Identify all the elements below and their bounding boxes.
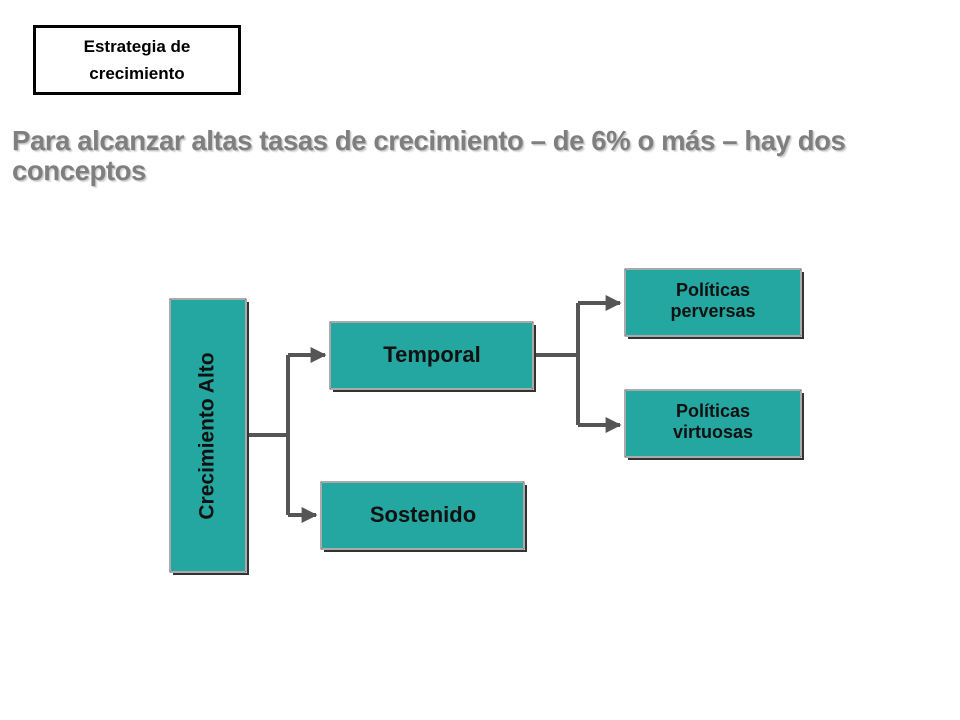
box-perversas-line2: perversas (670, 301, 755, 321)
box-politicas-perversas: Políticas perversas (624, 268, 804, 339)
box-temporal: Temporal (329, 321, 536, 392)
box-virtuosas-line1: Políticas (676, 401, 750, 421)
box-virtuosas-line2: virtuosas (673, 422, 753, 442)
section-tag-label: Estrategia de crecimiento (83, 37, 191, 83)
box-temporal-label: Temporal (383, 342, 480, 367)
box-politicas-virtuosas: Políticas virtuosas (624, 389, 804, 460)
box-sostenido-label: Sostenido (370, 502, 476, 527)
box-crecimiento-alto-label: Crecimiento Alto (196, 352, 219, 519)
box-perversas-line1: Políticas (676, 280, 750, 300)
connectors (247, 295, 622, 523)
box-sostenido: Sostenido (320, 481, 527, 552)
page-title: Para alcanzar altas tasas de crecimiento… (12, 125, 846, 186)
section-tag: Estrategia de crecimiento (33, 25, 241, 95)
box-crecimiento-alto: Crecimiento Alto (169, 298, 249, 575)
